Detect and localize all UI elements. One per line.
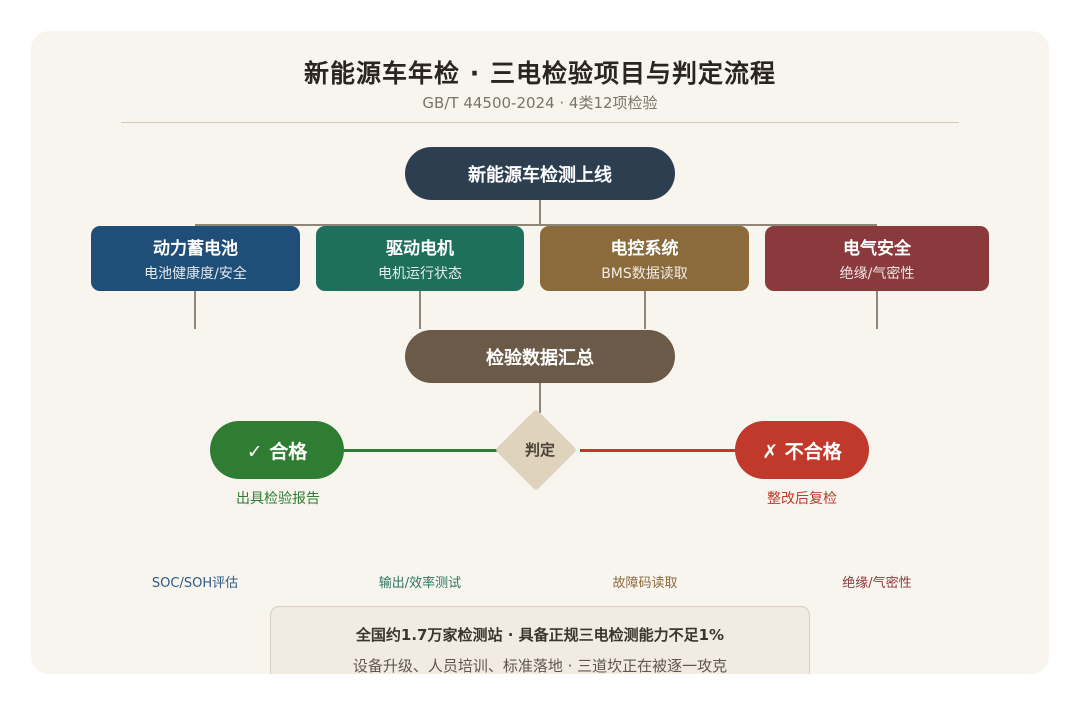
category-motor: 驱动电机 电机运行状态: [316, 226, 524, 291]
connector-pass: [344, 449, 500, 452]
connector-fail: [580, 449, 738, 452]
pass-caption: 出具检验报告: [236, 491, 320, 507]
connector-cat-3-down: [644, 291, 646, 329]
category-electrical-safety: 电气安全 绝缘/气密性: [765, 226, 989, 291]
detail-electrical-safety: 绝缘/气密性: [842, 576, 912, 591]
category-subtitle: BMS数据读取: [601, 266, 688, 282]
connector-start-down: [539, 200, 541, 224]
page-bottom-strip: [0, 674, 1080, 704]
decision-label: 判定: [524, 441, 555, 459]
category-battery: 动力蓄电池 电池健康度/安全: [91, 226, 300, 291]
category-title: 电控系统: [610, 239, 679, 259]
pass-node: ✓ 合格: [210, 421, 344, 479]
category-subtitle: 电池健康度/安全: [144, 266, 247, 282]
connector-horizontal-bus: [195, 224, 877, 226]
page-subtitle: GB/T 44500-2024 · 4类12项检验: [422, 94, 658, 112]
category-subtitle: 绝缘/气密性: [839, 266, 915, 282]
detail-control: 故障码读取: [612, 576, 678, 591]
detail-battery: SOC/SOH评估: [151, 576, 239, 591]
page-title: 新能源车年检 · 三电检验项目与判定流程: [304, 59, 776, 88]
connector-cat-2-down: [419, 291, 421, 329]
connector-cat-1-down: [194, 291, 196, 329]
fail-caption: 整改后复检: [767, 491, 837, 507]
category-title: 驱动电机: [386, 239, 454, 259]
category-subtitle: 电机运行状态: [378, 266, 462, 282]
fail-node: ✗ 不合格: [735, 421, 869, 479]
category-title: 电气安全: [843, 239, 911, 259]
footer-note-line-2: 设备升级、人员培训、标准落地 · 三道坎正在被逐一攻克: [352, 657, 728, 675]
category-title: 动力蓄电池: [153, 239, 238, 259]
detail-motor: 输出/效率测试: [378, 576, 462, 591]
connector-summary-down: [539, 383, 541, 413]
title-divider: [121, 122, 959, 123]
category-control: 电控系统 BMS数据读取: [540, 226, 749, 291]
connector-cat-4-down: [876, 291, 878, 329]
summary-node: 检验数据汇总: [405, 330, 675, 383]
start-node: 新能源车检测上线: [405, 147, 675, 200]
footer-note-line-1: 全国约1.7万家检测站 · 具备正规三电检测能力不足1%: [355, 626, 725, 644]
